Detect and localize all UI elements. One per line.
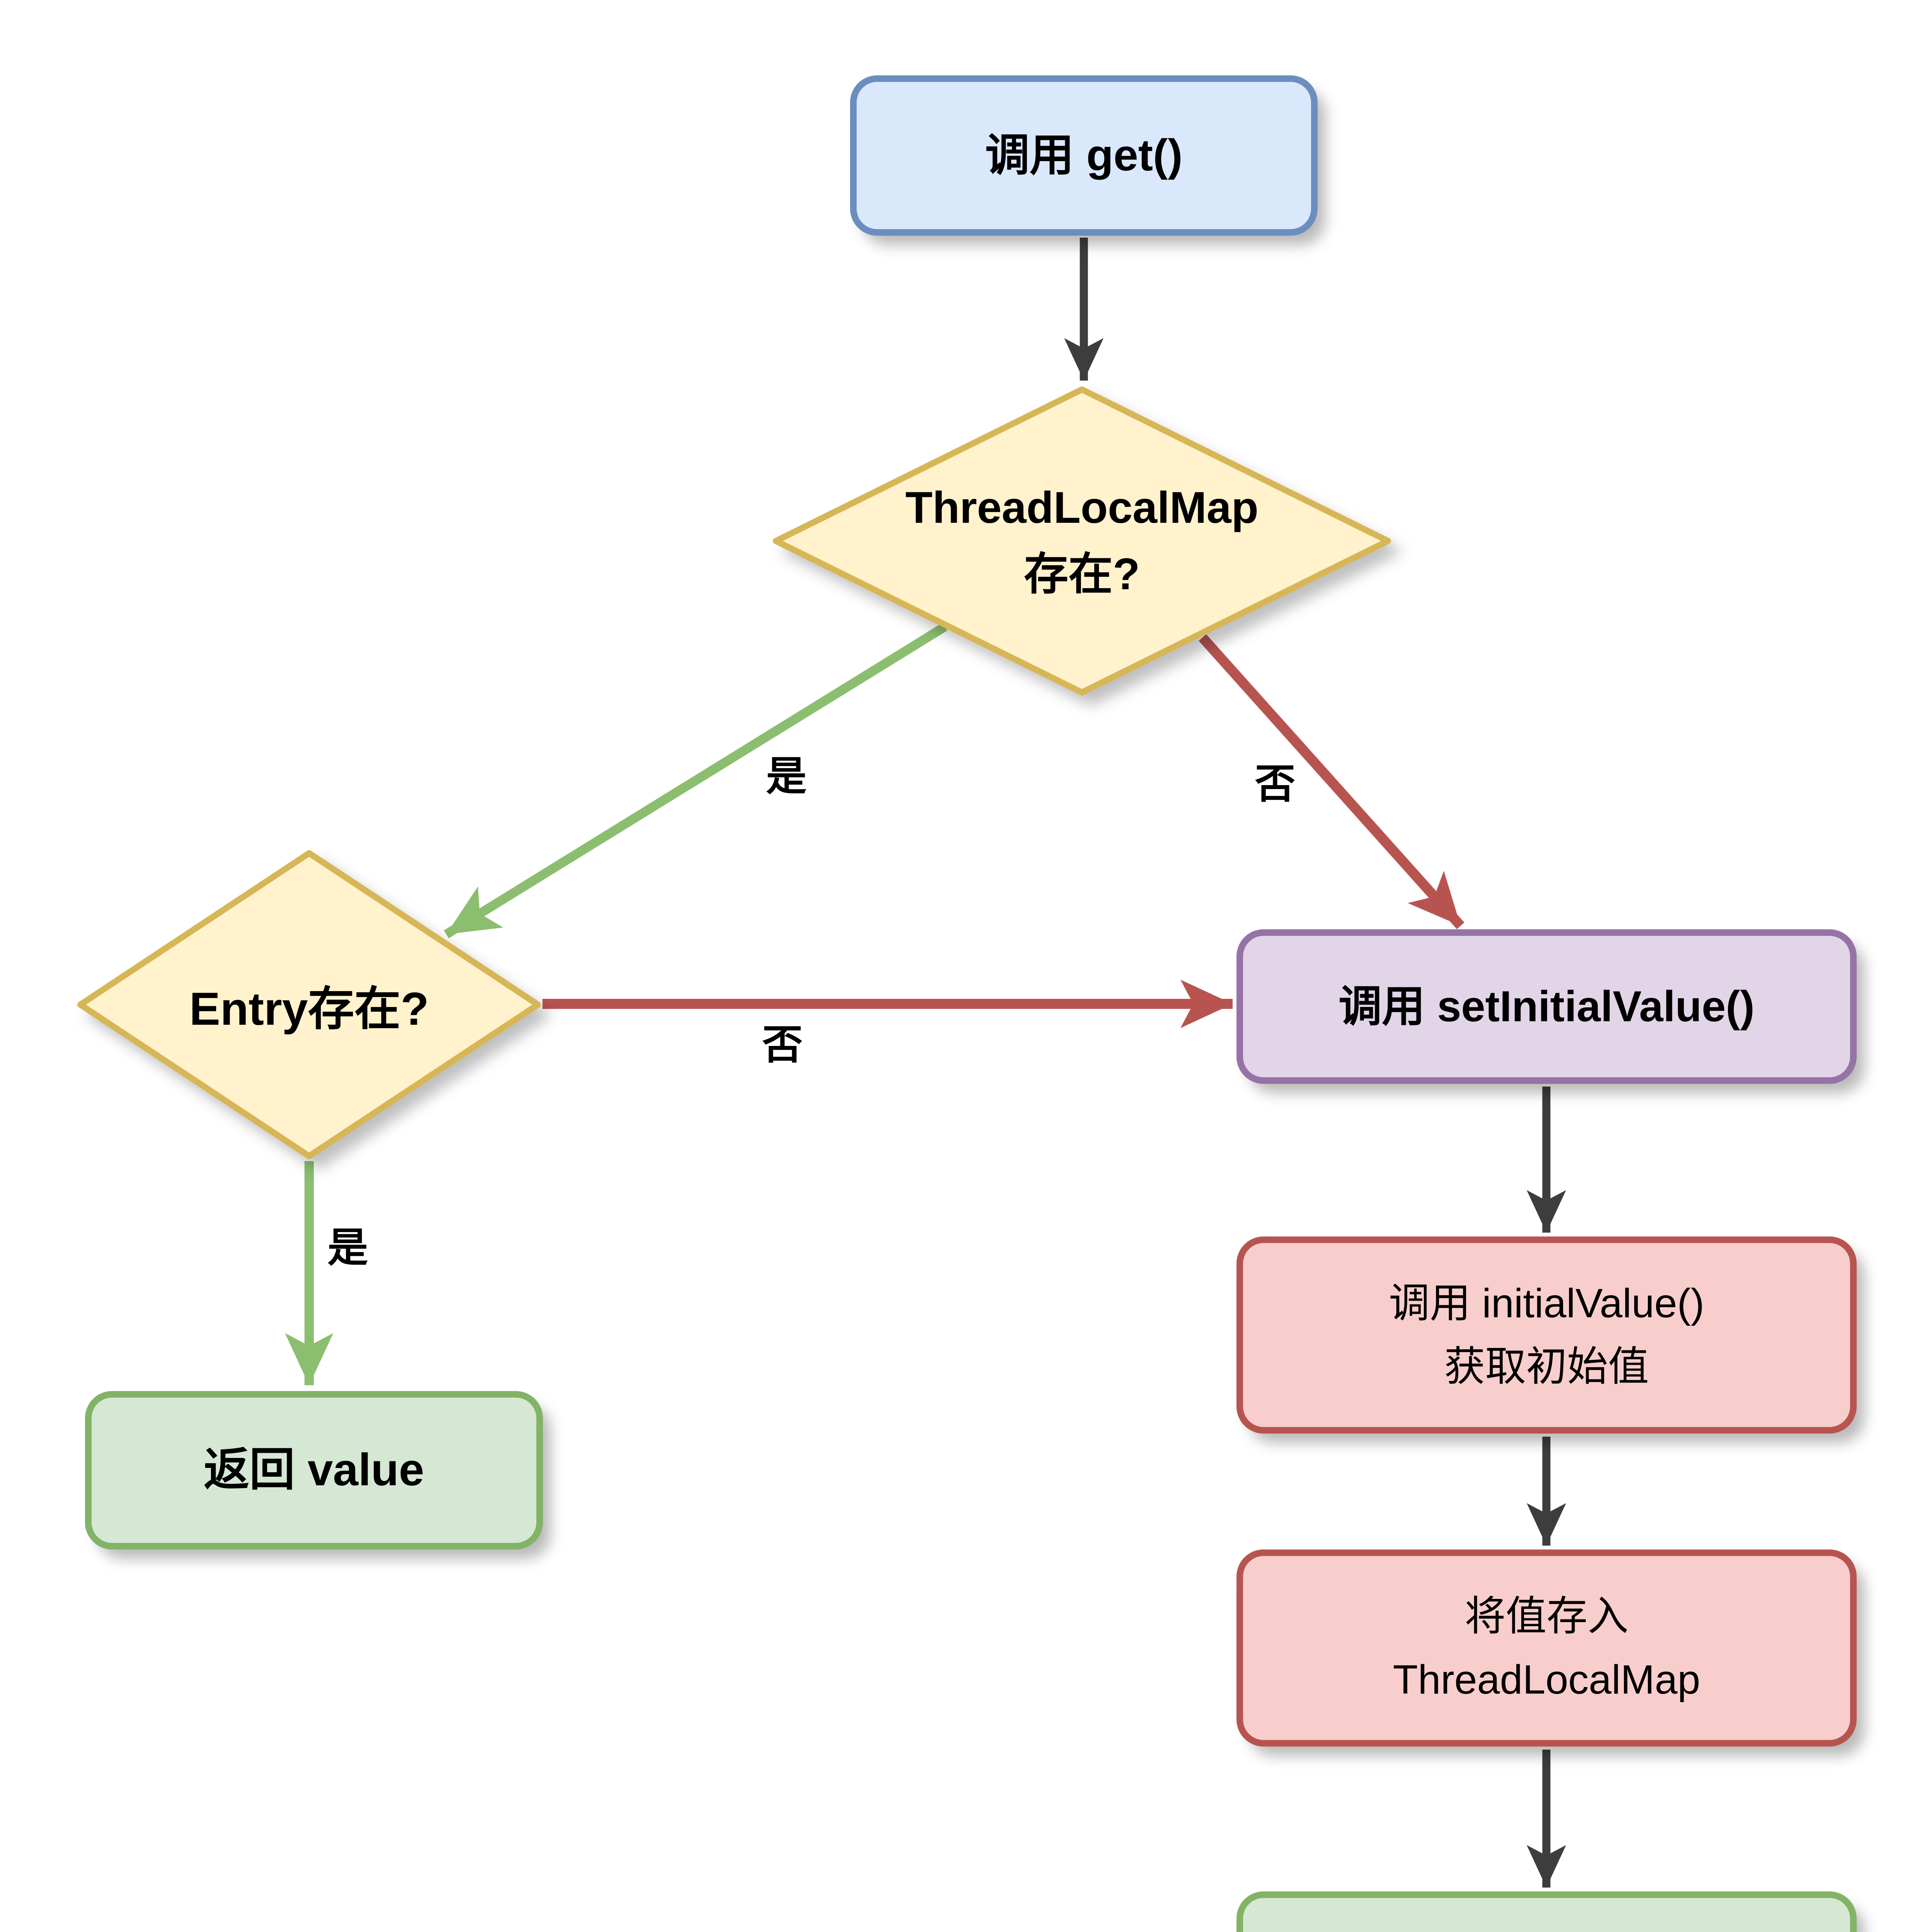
diamond-threadlocalmap-line1: ThreadLocalMap <box>905 483 1259 532</box>
diamond-threadlocalmap-exists: ThreadLocalMap 存在? <box>773 386 1391 696</box>
edge-label-tlm-no: 否 <box>1255 762 1296 807</box>
node-call-get: 调用 get() <box>850 75 1318 236</box>
diamond-threadlocalmap-label: ThreadLocalMap 存在? <box>773 386 1391 696</box>
node-return-value: 返回 value <box>85 1391 543 1549</box>
edge-label-tlm-yes: 是 <box>766 754 807 799</box>
node-call-get-label: 调用 get() <box>985 130 1183 180</box>
node-set-initial-value: 调用 setInitialValue() <box>1236 929 1857 1084</box>
edge-label-entry-yes: 是 <box>327 1225 368 1270</box>
diamond-threadlocalmap-line2: 存在? <box>1024 549 1140 599</box>
node-call-initial-value-line1: 调用 initialValue() <box>1389 1280 1704 1326</box>
node-store-value-line2: ThreadLocalMap <box>1393 1657 1701 1702</box>
node-return-initial-value: 返回初始值 <box>1236 1891 1857 1932</box>
diamond-entry-line1: Entry存在? <box>189 983 429 1035</box>
node-call-initial-value: 调用 initialValue() 获取初始值 <box>1236 1236 1857 1434</box>
node-store-value-line1: 将值存入 <box>1464 1593 1629 1639</box>
node-set-initial-value-label: 调用 setInitialValue() <box>1338 982 1755 1031</box>
node-return-value-label: 返回 value <box>204 1444 424 1496</box>
diamond-entry-exists: Entry存在? <box>77 850 541 1159</box>
diamond-shape <box>773 386 1391 696</box>
diamond-entry-label: Entry存在? <box>77 850 541 1159</box>
diamond-shape <box>77 850 541 1159</box>
node-call-initial-value-line2: 获取初始值 <box>1444 1344 1649 1389</box>
edge-label-entry-no: 否 <box>762 1022 803 1068</box>
arrow-tlm-no-to-set-initial <box>1199 634 1464 929</box>
node-store-value: 将值存入 ThreadLocalMap <box>1236 1549 1857 1747</box>
arrow-tlm-yes-to-entry-diamond <box>444 622 947 939</box>
